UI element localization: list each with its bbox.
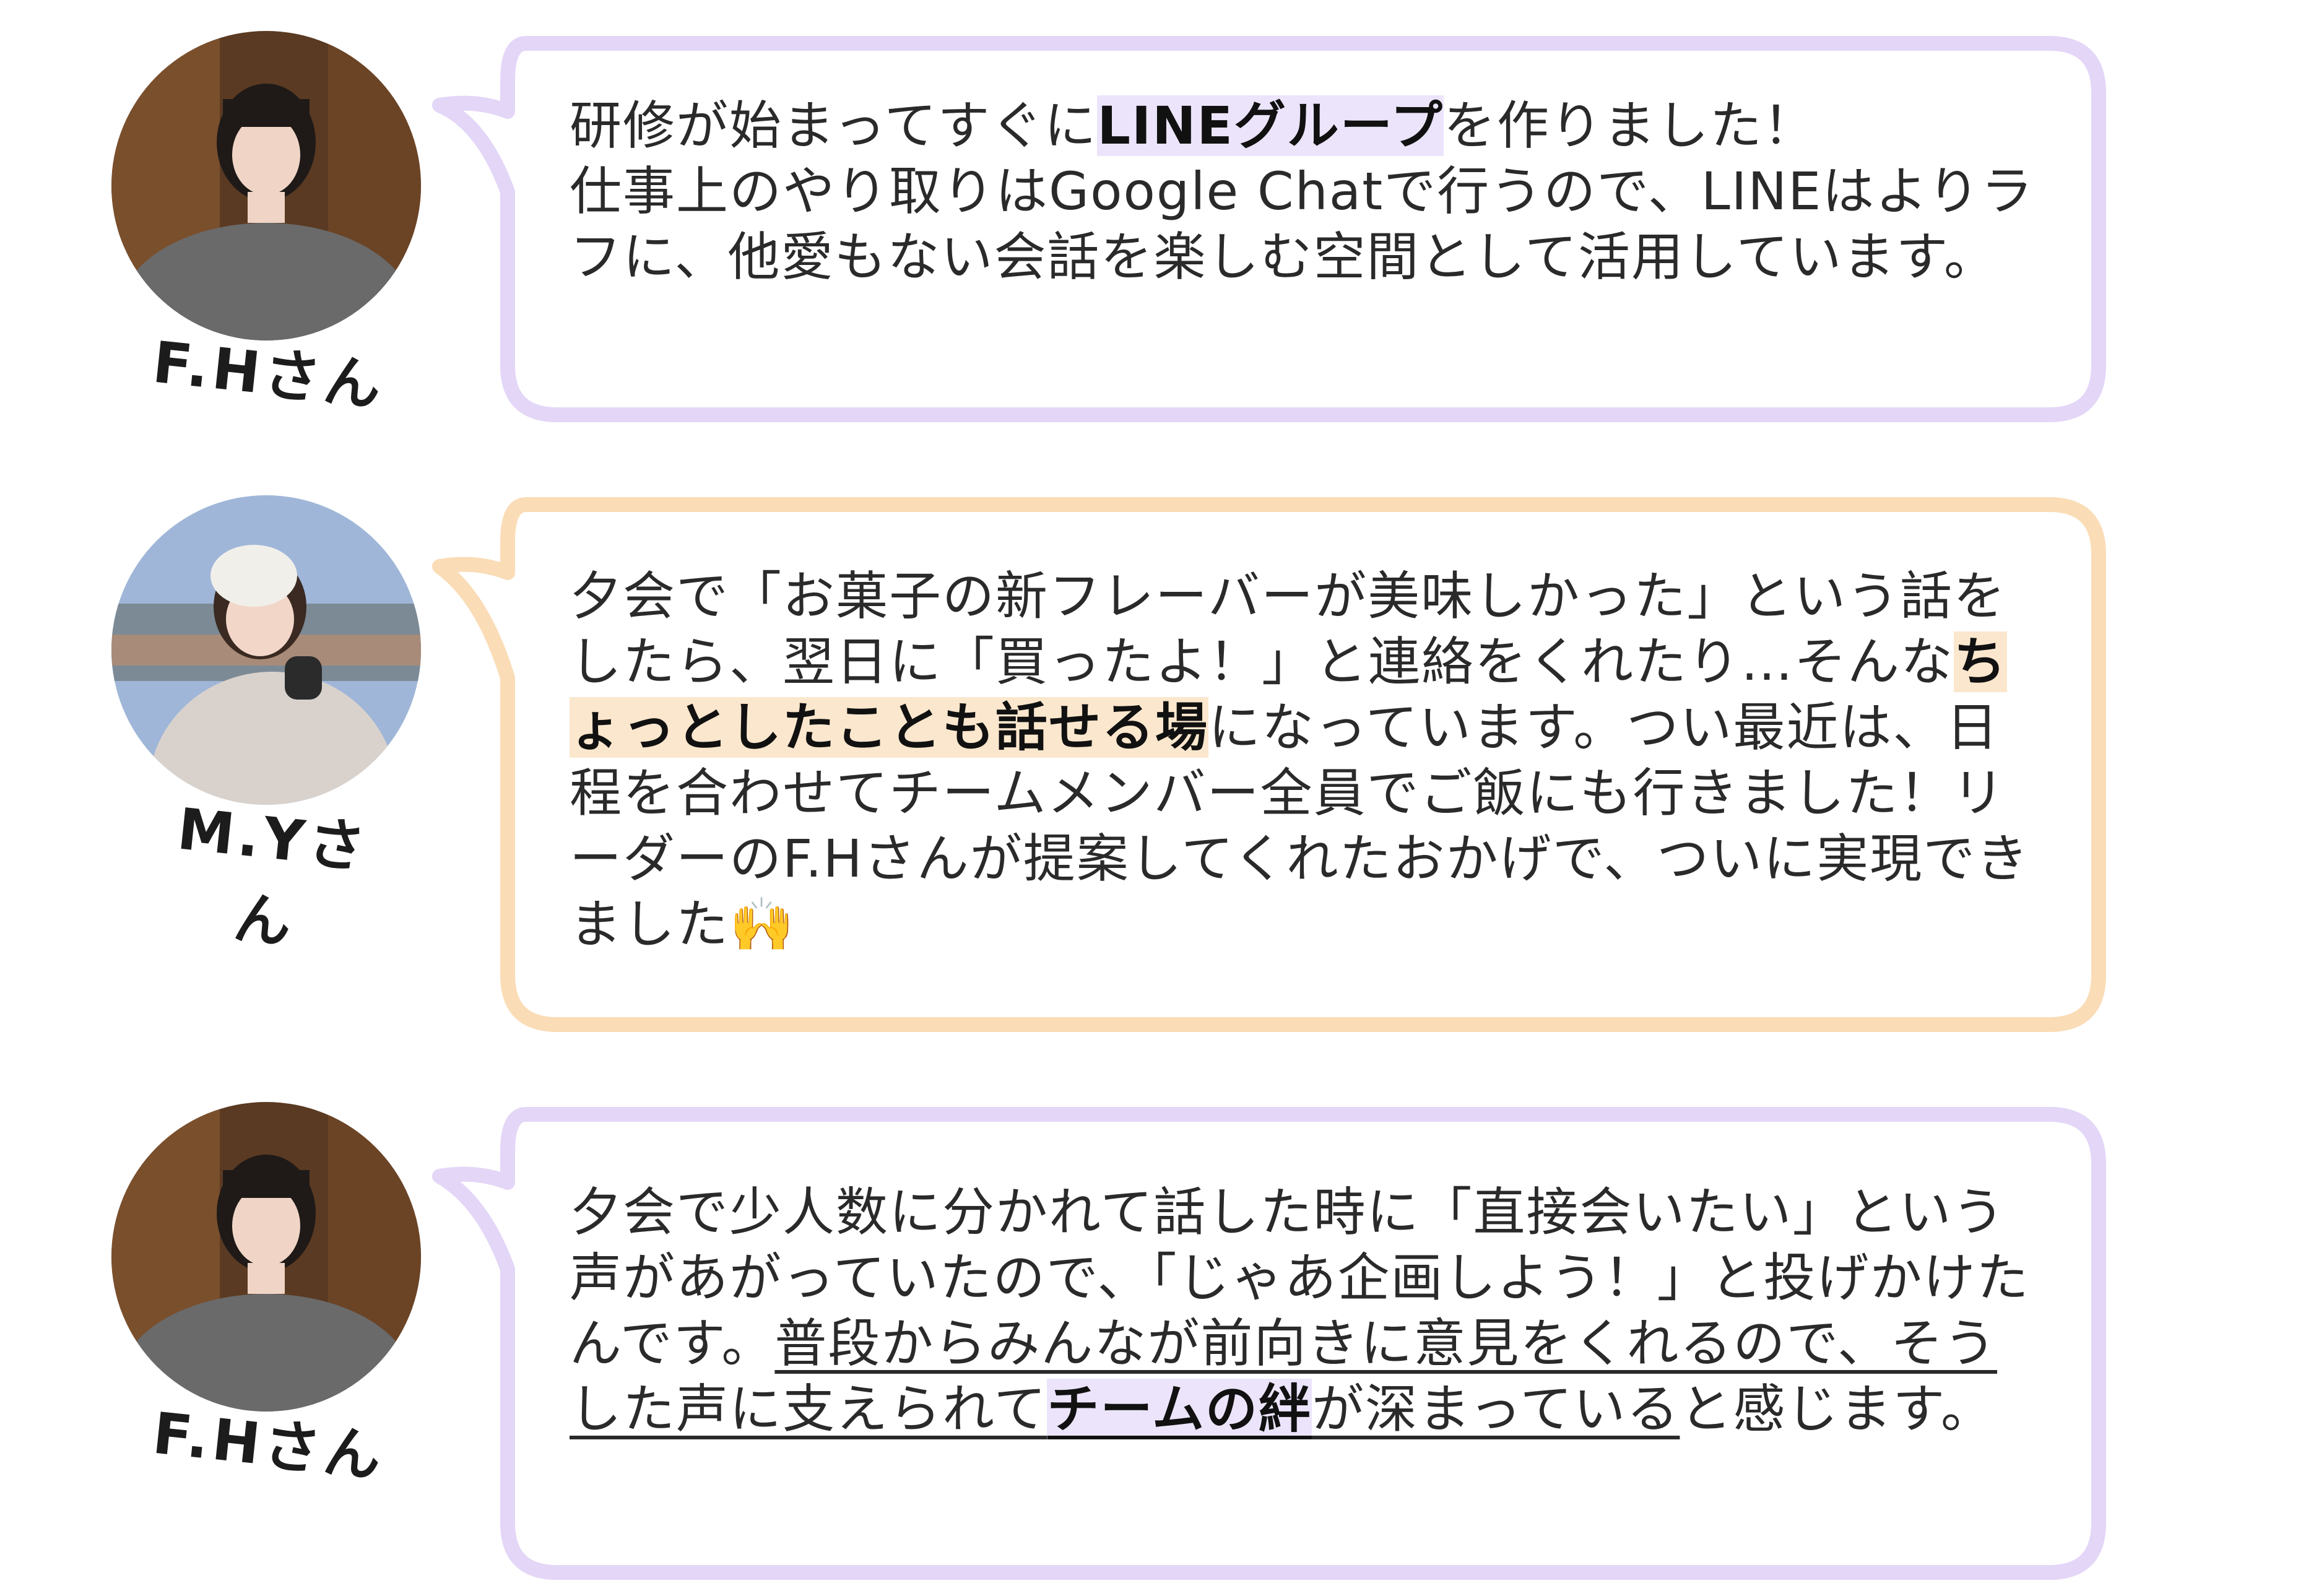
text-segment: と感じます。 bbox=[1680, 1379, 1995, 1439]
text-segment: になっています。つい最近は、日程を合わせてチームメンバー全員でご飯にも行きました… bbox=[570, 697, 2030, 955]
highlight-team-bond: チームの絆 bbox=[1047, 1379, 1312, 1439]
speech-bubble-1 bbox=[432, 36, 2106, 422]
text-segment: 研修が始まってすぐに bbox=[570, 95, 1098, 156]
testimonial-name-1: F.Hさん bbox=[149, 329, 388, 420]
testimonial-text-1: 研修が始まってすぐにLINEグループを作りました！ 仕事上のやり取りはGoogl… bbox=[570, 93, 2043, 290]
person-photo-icon bbox=[111, 31, 421, 340]
testimonial-text-3: 夕会で少人数に分かれて話した時に「直接会いたい」という声があがっていたので、「じ… bbox=[570, 1179, 2043, 1442]
testimonial-text-2: 夕会で「お菓子の新フレーバーが美味しかった」という話をしたら、翌日に「買ったよ！… bbox=[570, 563, 2043, 957]
text-segment: を作りました！ 仕事上のやり取りはGoogle Chatで行うので、LINEはよ… bbox=[570, 95, 2034, 287]
text-segment: 夕会で少人数に分かれて話した時に「直接会いたい」という声があがっていたので、「じ… bbox=[570, 1182, 2030, 1374]
testimonial-name-2: M.Yさん bbox=[174, 796, 372, 957]
underlined-text: が深まっている bbox=[1311, 1379, 1680, 1439]
highlight-line-group: LINEグループ bbox=[1097, 95, 1444, 156]
speech-bubble-3 bbox=[432, 1107, 2106, 1580]
speech-bubble-2 bbox=[432, 497, 2106, 1032]
person-photo-icon bbox=[111, 1102, 421, 1412]
testimonial-name-3: F.Hさん bbox=[149, 1400, 388, 1491]
avatar-1 bbox=[111, 31, 421, 340]
person-photo-icon bbox=[111, 495, 421, 805]
text-segment: 夕会で「お菓子の新フレーバーが美味しかった」という話をしたら、翌日に「買ったよ！… bbox=[570, 566, 2007, 692]
avatar-3 bbox=[111, 1102, 421, 1412]
avatar-2 bbox=[111, 495, 421, 805]
underlined-text: 普段からみんなが前向きに意見をくれるので、そうした声に支えられて bbox=[570, 1313, 1998, 1439]
